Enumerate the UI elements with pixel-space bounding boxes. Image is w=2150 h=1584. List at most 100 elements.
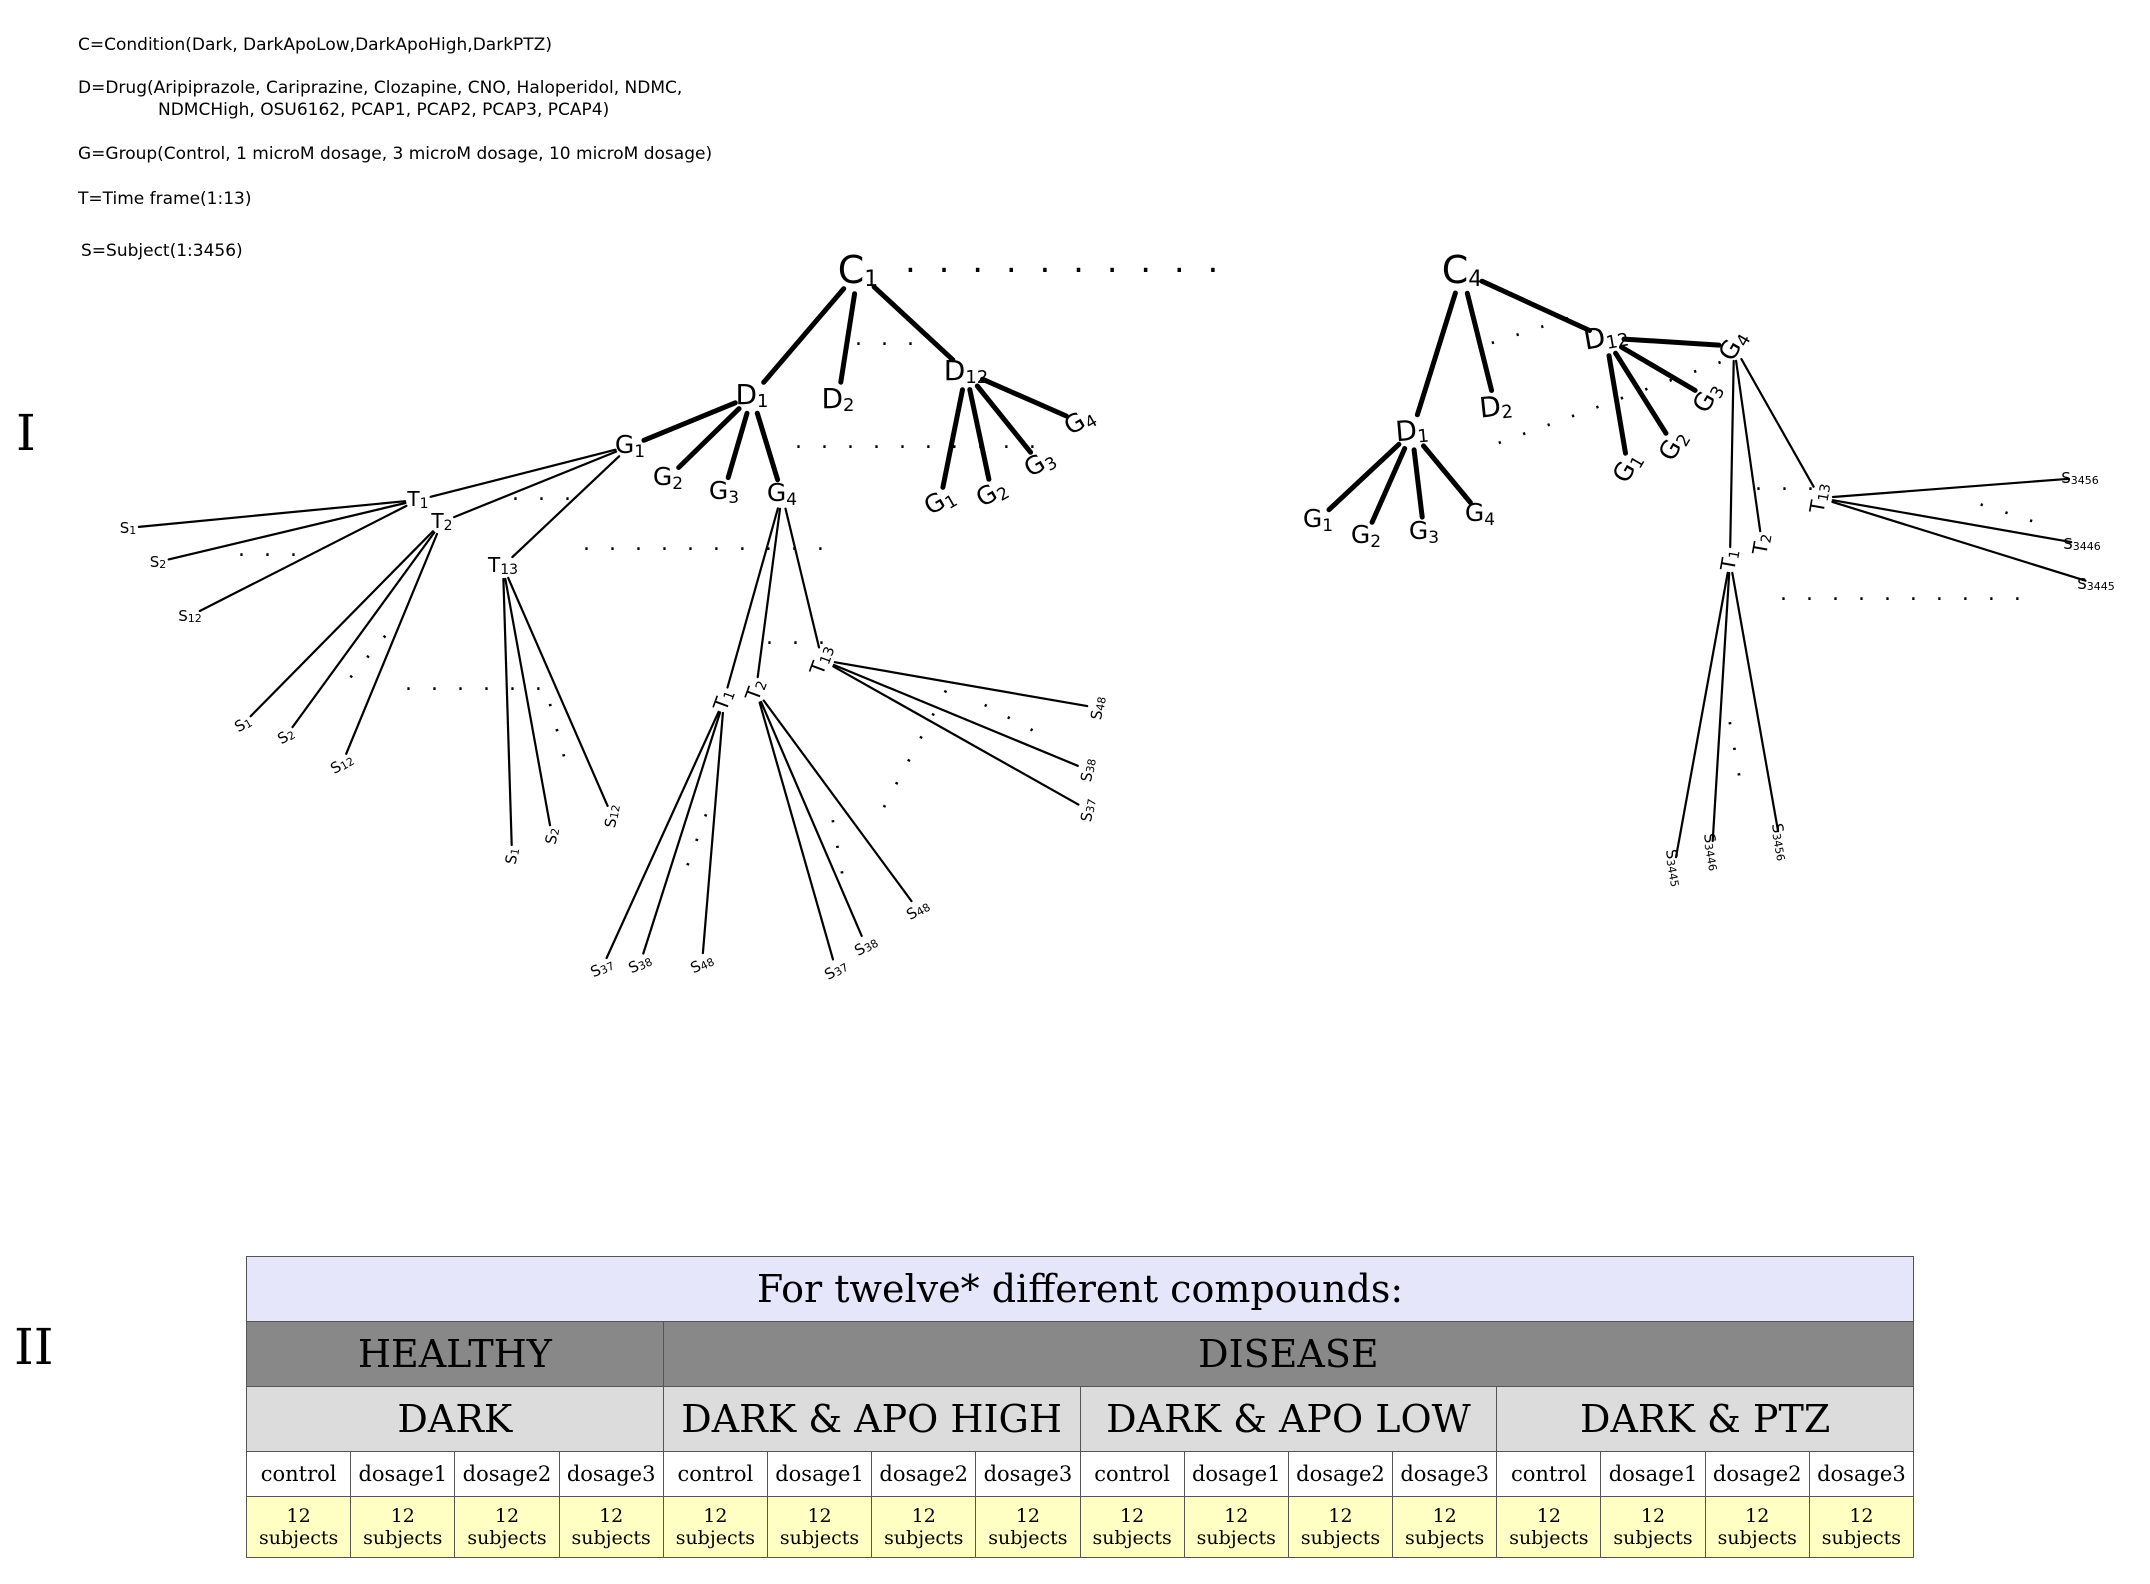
tree-edge-rd12g4-rg4t1 — [1729, 359, 1735, 549]
legend-subject: S=Subject(1:3456) — [81, 241, 243, 261]
node-letter: D — [735, 378, 757, 411]
tree-node-g1t13: T13 — [487, 553, 518, 579]
tree-edge-d12-d12g1 — [940, 387, 965, 490]
ellipsis-d2-d12: . . . . — [855, 326, 946, 351]
subjects-unit: subjects — [1092, 1527, 1172, 1549]
tree-node-s_a2: S2 — [150, 553, 167, 572]
node-subscript: 2 — [1370, 532, 1381, 552]
condition-header: DARK — [246, 1386, 664, 1452]
ellipsis-c-s2-s12: . . . — [542, 697, 583, 766]
tree-node-rd1g2: G2 — [1351, 520, 1381, 552]
tree-edge-d12-d12g2 — [967, 387, 992, 482]
tree-node-d12g1: G1 — [919, 481, 961, 524]
experimental-design-table: For twelve* different compounds: HEALTHY… — [245, 1256, 1915, 1558]
tree-edge-c4-r_d1 — [1414, 290, 1458, 418]
dosage-cell: dosage2 — [871, 1451, 977, 1497]
tree-node-rd1g3: G3 — [1409, 516, 1439, 548]
node-subscript: 1 — [508, 847, 522, 856]
dosage-cell: control — [662, 1451, 768, 1497]
dosage-cell: dosage2 — [1287, 1451, 1394, 1497]
tree-edge-c1-d2 — [838, 291, 858, 385]
subjects-count: 12 — [1224, 1505, 1249, 1527]
node-subscript: 3456 — [2071, 474, 2099, 487]
node-letter: S — [1662, 848, 1681, 861]
tree-edge-d1-g2 — [676, 406, 742, 470]
node-letter: G — [709, 476, 728, 505]
node-subscript: 2 — [843, 395, 854, 416]
tree-edge-r_d12-rd12g1 — [1606, 353, 1628, 456]
node-subscript: 3456 — [1770, 832, 1788, 862]
ellipsis-right-t2-t13: . . . — [1755, 471, 1820, 496]
node-subscript: 13 — [1816, 483, 1835, 503]
node-subscript: 3446 — [1702, 842, 1720, 872]
node-subscript: 37 — [598, 959, 616, 977]
node-letter: D — [821, 382, 843, 415]
node-subscript: 13 — [500, 562, 518, 578]
tree-node-s_d37: S37 — [587, 954, 616, 981]
node-letter: T — [1715, 555, 1741, 573]
subjects-count: 12 — [911, 1505, 936, 1527]
tree-node-s_g3446: S3446 — [1700, 832, 1725, 872]
tree-edge-r_d12-rd12g4 — [1621, 336, 1722, 348]
node-subscript: 2 — [672, 474, 683, 494]
dosage-cell: dosage2 — [454, 1451, 560, 1497]
tree-node-g1t2: T2 — [430, 509, 452, 535]
tree-edge-g4t2-s_e37 — [758, 701, 835, 961]
ellipsis-right-t: . . . . . . . . . . — [1780, 581, 2027, 606]
node-letter: G — [615, 430, 634, 459]
dosage-cell: dosage1 — [1600, 1451, 1706, 1497]
tree-node-g3: G3 — [709, 476, 739, 508]
tree-edge-g1t2-s_b12 — [345, 532, 439, 755]
tree-edges — [137, 278, 2087, 961]
tree-edge-g1t1-s_a12 — [198, 504, 408, 613]
tree-edge-d12-d12g3 — [974, 383, 1034, 455]
subjects-count: 12 — [599, 1505, 624, 1527]
subjects-count: 12 — [286, 1505, 311, 1527]
tree-node-s_g3456: S3456 — [1768, 822, 1793, 862]
node-subscript: 37 — [1084, 798, 1099, 814]
node-letter: S — [1077, 811, 1096, 824]
tree-edge-rd12g4-rg4t13 — [1740, 358, 1815, 488]
tree-node-s_e38: S38 — [851, 932, 881, 960]
tree-edge-g1t1-s_a2 — [167, 501, 407, 561]
group-header-disease: DISEASE — [662, 1321, 1915, 1387]
tree-node-d1: D1 — [735, 378, 768, 412]
legend-drug-line2: NDMCHigh, OSU6162, PCAP1, PCAP2, PCAP3, … — [158, 100, 610, 120]
dosage-cell: dosage1 — [766, 1451, 873, 1497]
node-subscript: 1 — [1726, 549, 1743, 561]
table-title-row: For twelve* different compounds: — [246, 1256, 1914, 1322]
dosage-cell: dosage1 — [1183, 1451, 1289, 1497]
node-subscript: 38 — [862, 937, 881, 955]
tree-edge-rg4t13-s_h3446 — [1831, 499, 2073, 544]
dosage-cell: control — [245, 1451, 352, 1497]
node-subscript: 2 — [548, 827, 562, 836]
group-header-healthy: HEALTHY — [246, 1321, 664, 1387]
node-letter: G — [1351, 520, 1370, 549]
node-letter: D — [1394, 414, 1418, 449]
subjects-unit: subjects — [1405, 1527, 1485, 1549]
legend-drug-line1: D=Drug(Aripiprazole, Cariprazine, Clozap… — [78, 78, 683, 98]
subjects-count: 12 — [1849, 1505, 1874, 1527]
tree-edge-d1-g4 — [754, 410, 781, 483]
node-subscript: 3 — [1428, 528, 1439, 548]
tree-node-s_e48: S48 — [903, 896, 933, 924]
node-subscript: 1 — [1417, 426, 1430, 448]
ellipsis-d-s38-s48: . . . — [670, 800, 716, 870]
node-subscript: 48 — [698, 955, 716, 973]
node-subscript: 12 — [188, 612, 202, 625]
node-subscript: 1 — [1322, 516, 1333, 536]
node-letter: G — [653, 462, 672, 491]
tree-node-s_a1: S1 — [120, 519, 137, 538]
subjects-unit: subjects — [1613, 1527, 1693, 1549]
tree-node-s_b2: S2 — [274, 724, 298, 748]
dosage-cell: control — [1496, 1451, 1602, 1497]
node-letter: S — [2063, 535, 2073, 553]
dosage-cell: dosage3 — [558, 1451, 664, 1497]
tree-node-rd1g1: G1 — [1303, 504, 1333, 536]
